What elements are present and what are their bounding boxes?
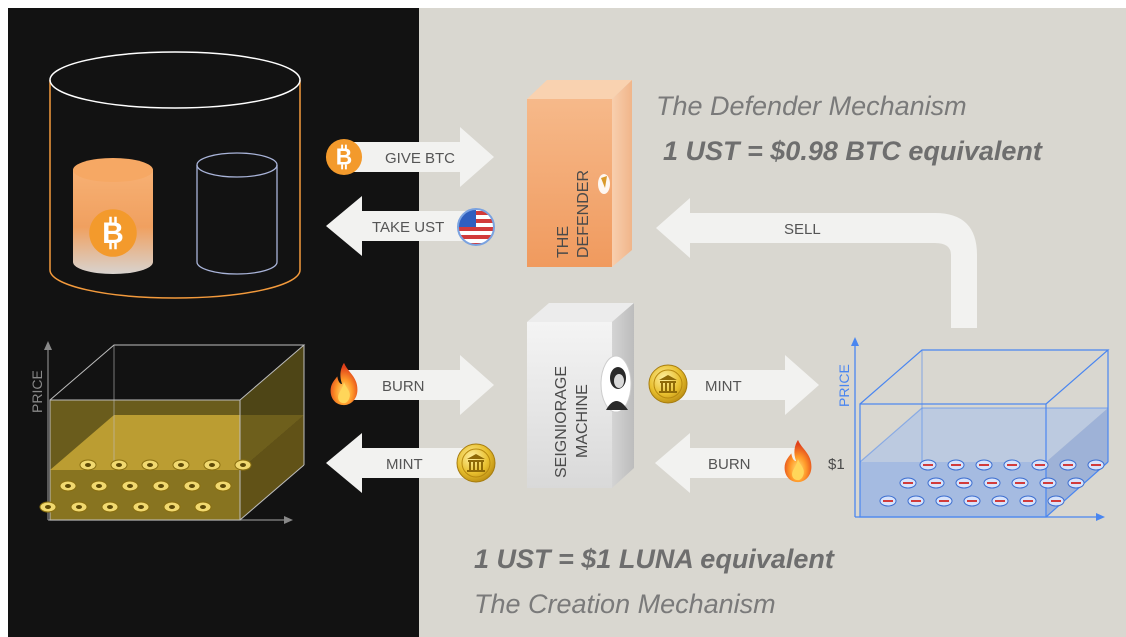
sell-label: SELL xyxy=(784,221,821,238)
take-ust-arrow: TAKE UST xyxy=(326,196,496,256)
ust-coin-stripe xyxy=(1091,464,1101,466)
defender-label-line2: DEFENDER xyxy=(575,170,592,258)
left-price-axis-label: PRICE xyxy=(29,370,45,413)
luna-coin-center xyxy=(169,505,175,509)
mint-left-label: MINT xyxy=(386,456,423,473)
seigniorage-label-line1: SEIGNIORAGE xyxy=(553,366,570,478)
luna-coin-center xyxy=(45,505,51,509)
mint-right-arrow: MINT xyxy=(648,355,819,415)
luna-coin-center xyxy=(107,505,113,509)
burn-right-label: BURN xyxy=(708,456,751,473)
mint-left-arrow: MINT xyxy=(326,433,496,493)
ust-price-box: PRICE $1 xyxy=(828,337,1110,521)
give-btc-arrow: GIVE BTC xyxy=(325,127,494,187)
defender-box: THE DEFENDER xyxy=(527,80,632,267)
btc-reserve-vault xyxy=(49,51,301,299)
defender-label-line1: THE xyxy=(555,226,572,258)
luna-coin-center xyxy=(209,463,215,467)
luna-coin-icon xyxy=(456,443,496,483)
burn-left-arrow: BURN xyxy=(330,355,494,415)
luna-price-box: PRICE xyxy=(29,341,306,524)
portrait-icon xyxy=(600,355,632,413)
luna-coin-grid xyxy=(39,459,252,513)
ust-coin-stripe xyxy=(995,500,1005,502)
burn-right-arrow: BURN xyxy=(655,433,812,493)
ust-coin-stripe xyxy=(883,500,893,502)
seigniorage-label-line2: MACHINE xyxy=(574,384,591,458)
mint-right-label: MINT xyxy=(705,378,742,395)
ust-coin-stripe xyxy=(979,464,989,466)
luna-coin-center xyxy=(178,463,184,467)
ust-coin-stripe xyxy=(1051,500,1061,502)
btc-cylinder xyxy=(73,158,153,274)
ust-coin-grid xyxy=(879,459,1105,507)
luna-coin-center xyxy=(76,505,82,509)
ust-coin-stripe xyxy=(1063,464,1073,466)
ust-coin-stripe xyxy=(923,464,933,466)
take-ust-label: TAKE UST xyxy=(372,219,444,236)
ust-coin-stripe xyxy=(1043,482,1053,484)
ust-coin-stripe xyxy=(1035,464,1045,466)
luna-coin-center xyxy=(96,484,102,488)
luna-coin-center xyxy=(147,463,153,467)
luna-coin-center xyxy=(220,484,226,488)
defender-mechanism-title: The Defender Mechanism xyxy=(656,91,967,121)
luna-coin-center xyxy=(65,484,71,488)
left-panel-background xyxy=(8,8,419,637)
sell-arrow: SELL xyxy=(656,198,977,328)
ust-coin-stripe xyxy=(931,482,941,484)
luna-coin-center xyxy=(158,484,164,488)
peg-price-label: $1 xyxy=(828,456,845,473)
ust-coin-stripe xyxy=(911,500,921,502)
luna-coin-center xyxy=(85,463,91,467)
ust-coin-stripe xyxy=(1015,482,1025,484)
creation-mechanism-title: The Creation Mechanism xyxy=(474,589,776,619)
bitcoin-icon xyxy=(89,209,137,257)
ust-coin-stripe xyxy=(951,464,961,466)
luna-coin-center xyxy=(240,463,246,467)
ust-coin-stripe xyxy=(967,500,977,502)
ust-coin-stripe xyxy=(959,482,969,484)
defender-mechanism-rate: 1 UST = $0.98 BTC equivalent xyxy=(663,136,1043,166)
ust-coin-stripe xyxy=(903,482,913,484)
right-price-axis-label: PRICE xyxy=(836,364,852,407)
luna-coin-center xyxy=(189,484,195,488)
creation-mechanism-rate: 1 UST = $1 LUNA equivalent xyxy=(474,544,835,574)
eagle-emblem-icon xyxy=(598,174,610,194)
burn-left-label: BURN xyxy=(382,378,425,395)
luna-coin-center xyxy=(116,463,122,467)
ust-coin-stripe xyxy=(1007,464,1017,466)
give-btc-label: GIVE BTC xyxy=(385,150,455,167)
ust-coin-stripe xyxy=(987,482,997,484)
luna-coin-icon xyxy=(648,364,688,404)
seigniorage-machine-box: SEIGNIORAGE MACHINE xyxy=(527,303,634,488)
luna-coin-center xyxy=(200,505,206,509)
empty-cylinder xyxy=(196,152,278,275)
bitcoin-icon xyxy=(325,138,363,176)
ust-coin-stripe xyxy=(1023,500,1033,502)
luna-coin-center xyxy=(138,505,144,509)
ust-coin-stripe xyxy=(1071,482,1081,484)
luna-coin-center xyxy=(127,484,133,488)
ust-coin-stripe xyxy=(939,500,949,502)
